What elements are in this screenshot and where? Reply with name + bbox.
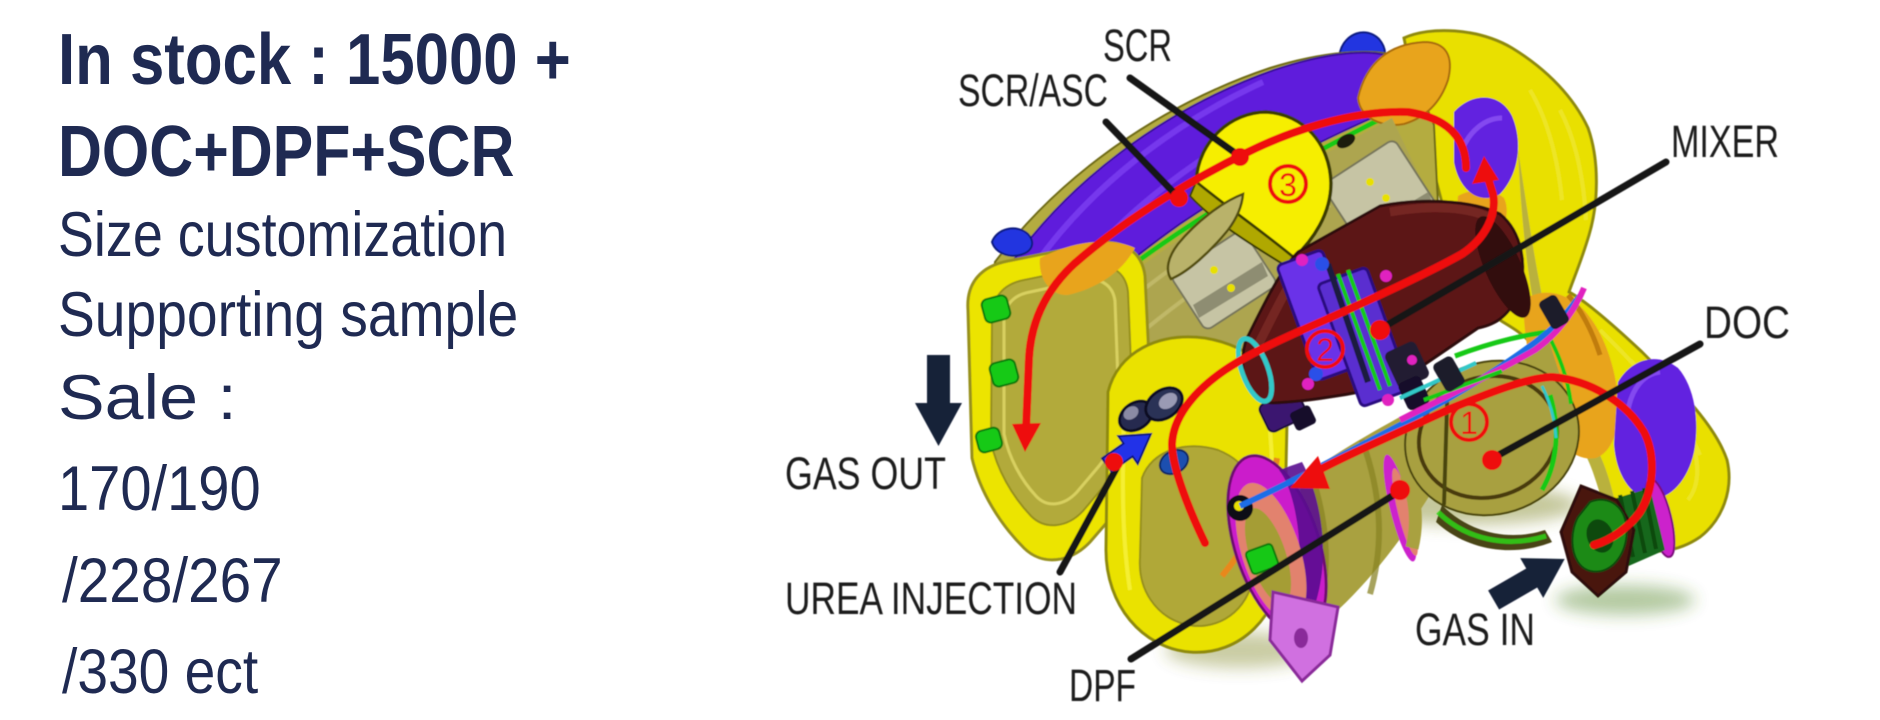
svg-text:MIXER: MIXER	[1671, 116, 1779, 167]
svg-text:SCR: SCR	[1103, 20, 1172, 71]
svg-text:2: 2	[1316, 332, 1334, 368]
svg-text:DPF: DPF	[1069, 660, 1136, 711]
svg-text:DOC: DOC	[1704, 297, 1790, 348]
svg-text:GAS IN: GAS IN	[1415, 604, 1535, 655]
svg-text:GAS OUT: GAS OUT	[785, 448, 946, 499]
svg-text:SCR/ASC: SCR/ASC	[958, 65, 1108, 116]
svg-text:3: 3	[1279, 167, 1297, 203]
svg-text:UREA INJECTION: UREA INJECTION	[785, 573, 1077, 624]
svg-text:1: 1	[1460, 405, 1478, 441]
